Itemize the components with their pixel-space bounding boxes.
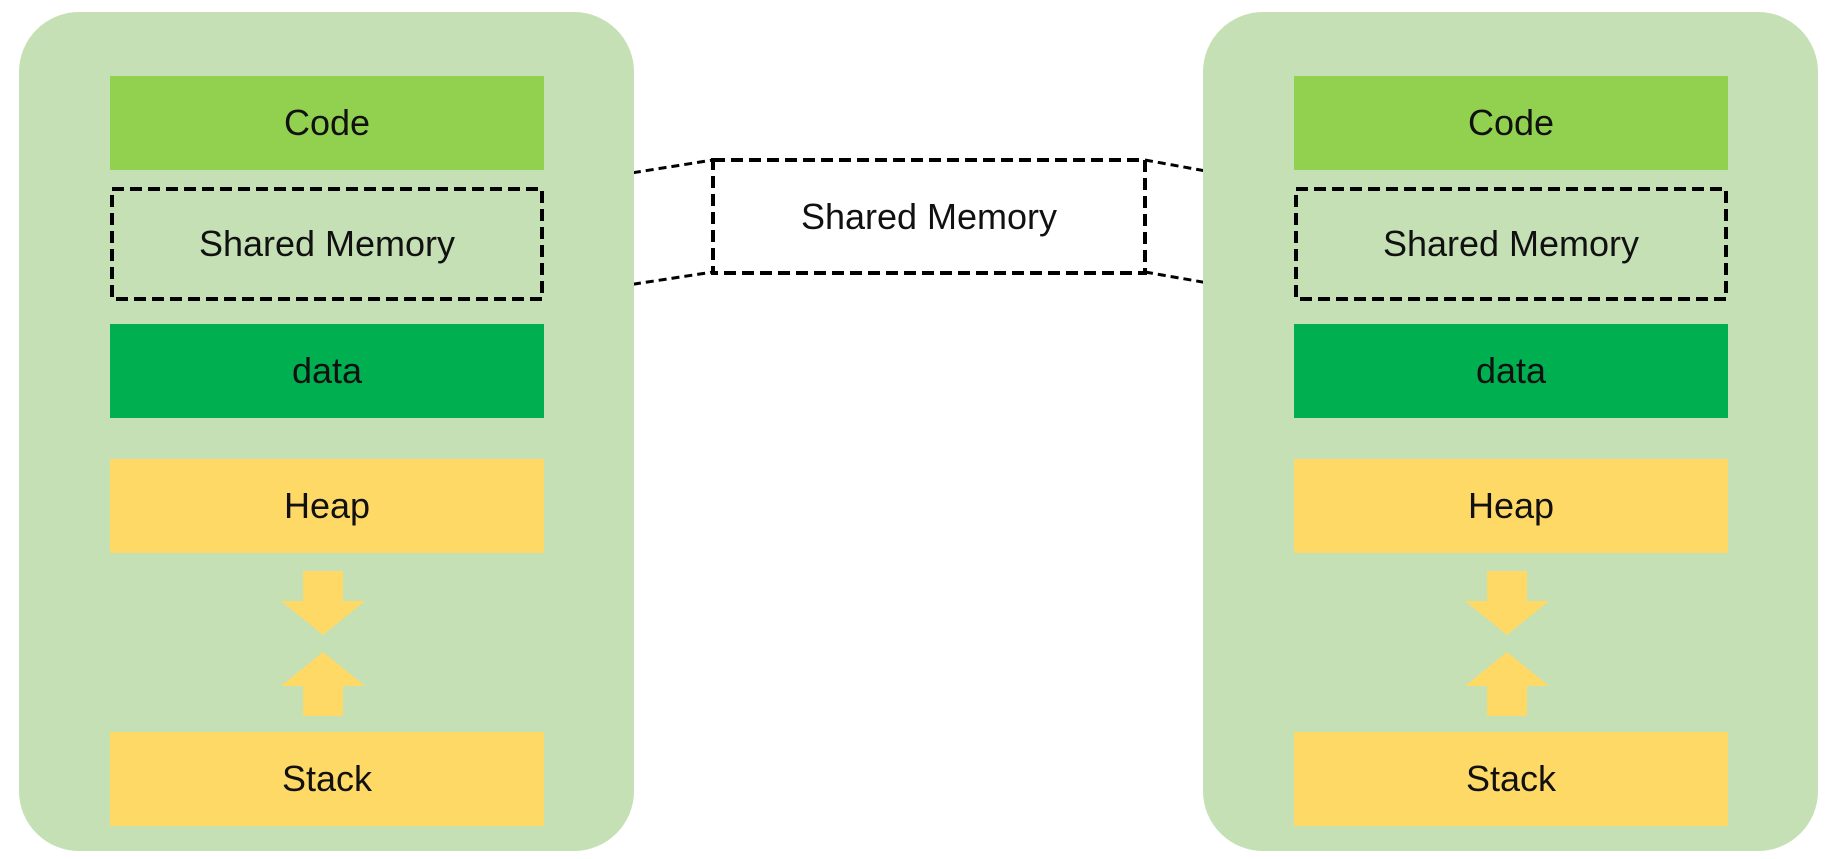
right-code-segment: Code <box>1294 76 1728 170</box>
right-data-segment: data <box>1294 324 1728 418</box>
right-heap-label: Heap <box>1467 485 1555 526</box>
right-stack-segment: Stack <box>1294 732 1728 826</box>
right-code-label: Code <box>1467 102 1555 143</box>
left-code-segment: Code <box>110 76 544 170</box>
left-data-segment: data <box>110 324 544 418</box>
right-heap-down-arrow-icon <box>1465 571 1549 635</box>
left-code-label: Code <box>283 102 371 143</box>
left-stack-up-arrow-icon <box>281 652 365 716</box>
right-shared-memory-segment: Shared Memory <box>1294 187 1728 301</box>
left-stack-label: Stack <box>281 758 373 799</box>
left-shared-memory-label: Shared Memory <box>198 223 456 264</box>
shared-memory-center: Shared Memory <box>713 160 1145 273</box>
right-heap-segment: Heap <box>1294 459 1728 553</box>
left-shared-memory-segment: Shared Memory <box>110 187 544 301</box>
process-right: Code Shared Memory data Heap Stack <box>1203 12 1818 851</box>
right-shared-memory-label: Shared Memory <box>1382 223 1640 264</box>
shared-region-border <box>711 158 1147 275</box>
process-left: Code Shared Memory data Heap Stack <box>19 12 634 851</box>
left-heap-label: Heap <box>283 485 371 526</box>
left-heap-down-arrow-icon <box>281 571 365 635</box>
shared-memory-center-label: Shared Memory <box>800 195 1058 237</box>
left-data-label: data <box>291 350 363 391</box>
left-heap-segment: Heap <box>110 459 544 553</box>
left-stack-segment: Stack <box>110 732 544 826</box>
right-stack-label: Stack <box>1465 758 1557 799</box>
right-stack-up-arrow-icon <box>1465 652 1549 716</box>
right-data-label: data <box>1475 350 1547 391</box>
